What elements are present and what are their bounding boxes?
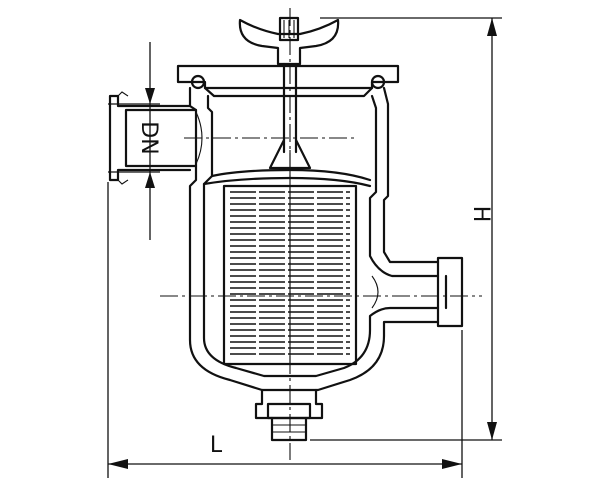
wing-nut (238, 16, 340, 66)
drain-plug (254, 388, 324, 442)
center-lines (160, 8, 482, 460)
label-h: H (468, 206, 493, 223)
dimension-h: H (310, 17, 502, 441)
cover-lid (176, 64, 400, 98)
dimension-dn: DN (108, 42, 161, 240)
label-l: L (210, 433, 223, 458)
label-dn: DN (136, 121, 161, 154)
dimension-l: L (107, 182, 463, 478)
outlet-nozzle (371, 256, 464, 328)
housing (188, 86, 440, 392)
